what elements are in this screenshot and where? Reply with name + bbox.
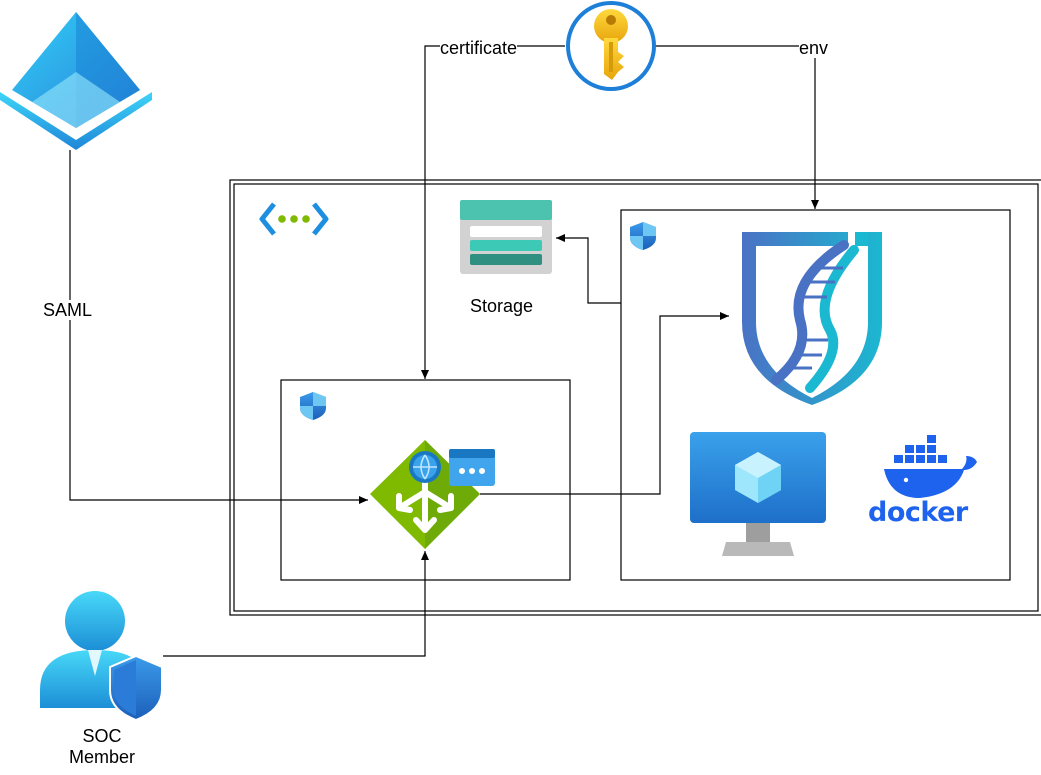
certificate-connector <box>421 45 565 379</box>
certificate-label: certificate <box>440 38 518 58</box>
saml-label: SAML <box>43 300 93 320</box>
storage-account-icon <box>460 200 552 274</box>
soc-member-label-line1: SOC <box>62 726 142 746</box>
app-subnet-box <box>620 209 1011 581</box>
docker-icon <box>884 435 977 498</box>
application-gateway-icon <box>370 440 495 549</box>
virtual-machine-icon <box>690 432 826 556</box>
saml-connector <box>69 150 368 504</box>
nsg-shield-icon <box>300 392 326 420</box>
user-to-gateway-connector <box>163 551 429 657</box>
nsg-shield-icon <box>630 222 656 250</box>
soc-member-label-line2: Member <box>62 747 142 767</box>
storage-label: Storage <box>470 296 534 316</box>
dna-shield-app-icon <box>742 232 882 405</box>
vnet-boundary-outer <box>229 179 1041 616</box>
storage-connector <box>556 234 621 304</box>
key-vault-icon <box>566 1 656 91</box>
virtual-network-icon <box>259 202 329 236</box>
env-label: env <box>799 38 829 58</box>
vnet-boundary-inner <box>233 183 1039 612</box>
entra-id-icon <box>0 12 152 150</box>
soc-user-icon <box>40 591 163 722</box>
docker-wordmark: docker <box>868 497 968 528</box>
gateway-to-app-connector <box>480 312 729 495</box>
